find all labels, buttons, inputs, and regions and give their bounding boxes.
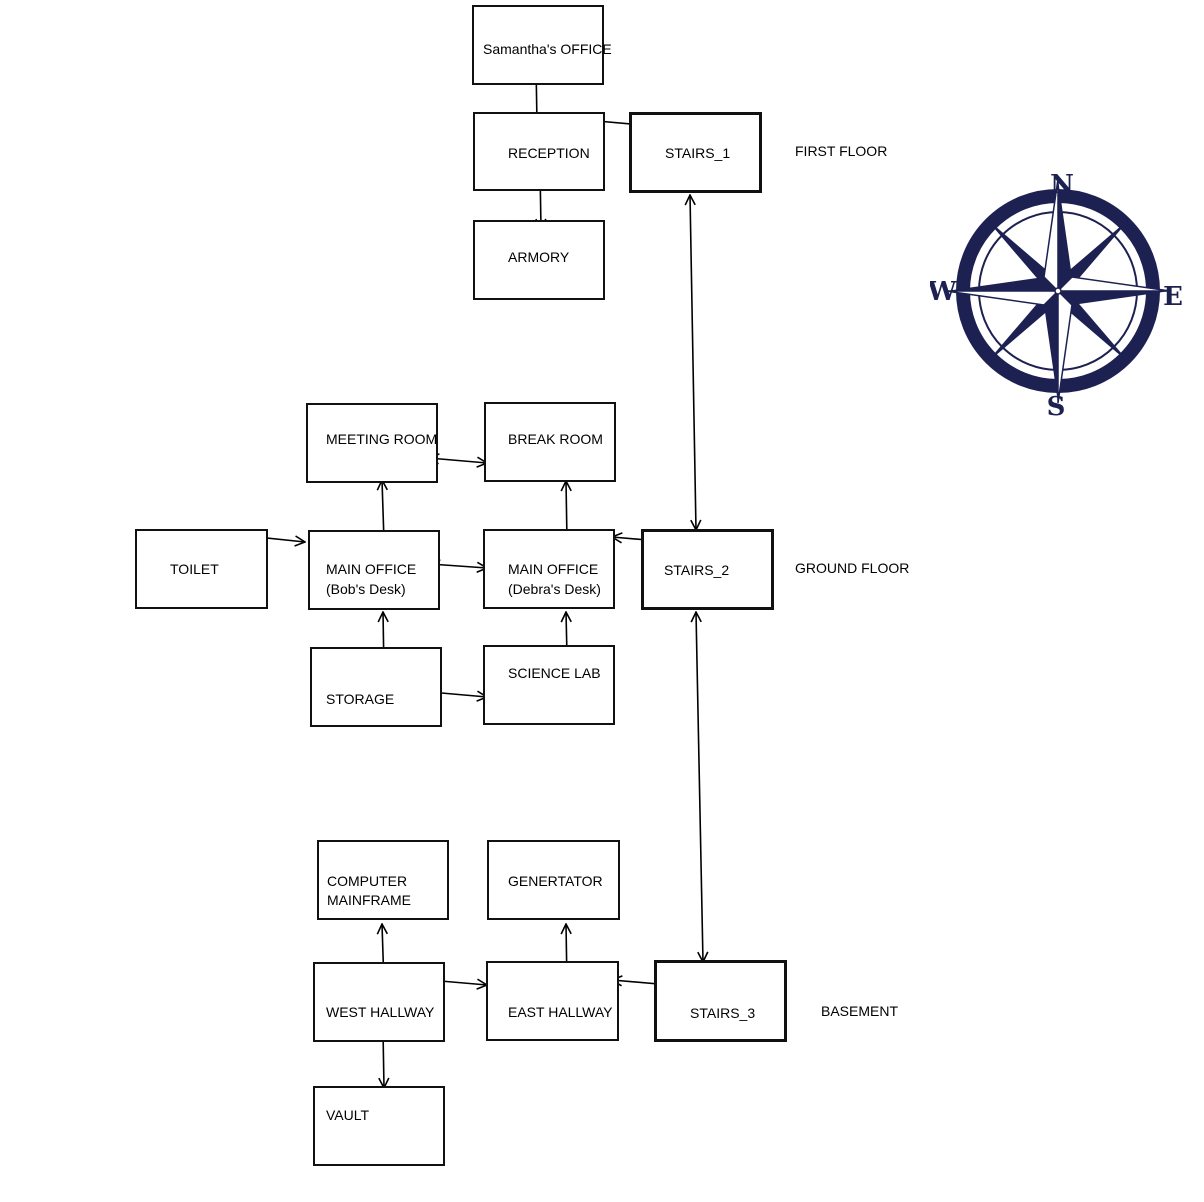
room-label: MEETING ROOM (326, 431, 438, 447)
room-label: STAIRS_3 (690, 1005, 756, 1021)
room-label: COMPUTER (327, 873, 408, 889)
compass-north-label: N (1050, 170, 1074, 200)
room-label: STAIRS_2 (664, 562, 730, 578)
room-science-lab: SCIENCE LAB (483, 645, 615, 725)
room-label: MAIN OFFICE (326, 561, 417, 577)
room-label: STAIRS_1 (665, 145, 731, 161)
room-label: ARMORY (508, 249, 570, 265)
room-west-hallway: WEST HALLWAY (313, 962, 445, 1042)
room-stairs-1: STAIRS_1 (629, 112, 762, 193)
room-label: BREAK ROOM (508, 431, 603, 447)
room-stairs-2: STAIRS_2 (641, 529, 774, 610)
room-armory: ARMORY (473, 220, 605, 300)
room-label: VAULT (326, 1107, 370, 1123)
room-sublabel: (Bob's Desk) (326, 581, 406, 597)
room-label: MAIN OFFICE (508, 561, 599, 577)
room-sublabel: (Debra's Desk) (508, 581, 601, 597)
floor-label-ground: GROUND FLOOR (795, 560, 910, 576)
room-storage: STORAGE (310, 647, 442, 727)
room-label: EAST HALLWAY (508, 1004, 613, 1020)
room-label: RECEPTION (508, 145, 590, 161)
room-vault: VAULT (313, 1086, 445, 1166)
arrow-meeting-room-break-room (429, 458, 487, 463)
room-toilet: TOILET (135, 529, 268, 609)
floor-label-basement: BASEMENT (821, 1003, 899, 1019)
room-stairs-3: STAIRS_3 (654, 960, 787, 1042)
arrow-stairs-1-stairs-2 (690, 195, 696, 530)
floor-label-first: FIRST FLOOR (795, 143, 888, 159)
room-main-office-debra: MAIN OFFICE (Debra's Desk) (483, 529, 615, 609)
compass-cardinal-points (945, 178, 1171, 404)
room-reception: RECEPTION (473, 112, 605, 191)
room-label: TOILET (170, 561, 219, 577)
room-main-office-bob: MAIN OFFICE (Bob's Desk) (308, 530, 440, 610)
compass-south-label: S (1047, 392, 1066, 417)
room-generator: GENERTATOR (487, 840, 620, 920)
arrow-stairs-2-stairs-3 (696, 612, 703, 962)
room-label: GENERTATOR (508, 873, 603, 889)
room-break-room: BREAK ROOM (484, 402, 616, 482)
compass-west-label: W (930, 277, 957, 307)
room-meeting-room: MEETING ROOM (306, 403, 438, 483)
room-label: WEST HALLWAY (326, 1004, 435, 1020)
room-computer-mainframe: COMPUTER MAINFRAME (317, 840, 449, 920)
room-label: Samantha's OFFICE (483, 41, 612, 57)
room-east-hallway: EAST HALLWAY (486, 961, 619, 1041)
compass-rose-icon: N S E W (930, 170, 1182, 417)
room-label: STORAGE (326, 691, 395, 707)
room-sublabel: MAINFRAME (327, 892, 411, 908)
compass-east-label: E (1163, 282, 1182, 312)
room-samanthas-office: Samantha's OFFICE (472, 5, 612, 85)
room-label: SCIENCE LAB (508, 665, 601, 681)
